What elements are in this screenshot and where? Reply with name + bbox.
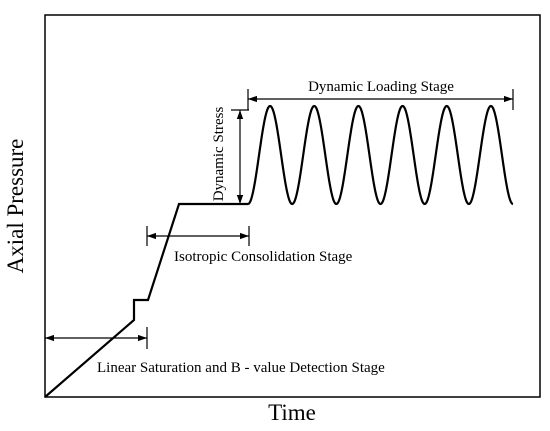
saturation-label: Linear Saturation and B - value Detectio…: [97, 360, 385, 376]
dynamic-loading-wave: [247, 104, 514, 206]
y-axis-label: Axial Pressure: [3, 139, 28, 274]
loading-path: [44, 202, 248, 398]
dynamic-stress-label: Dynamic Stress: [211, 107, 227, 202]
dynamic-loading-label: Dynamic Loading Stage: [308, 79, 454, 95]
plot-frame: [44, 14, 541, 398]
x-axis-label: Time: [268, 400, 316, 425]
consolidation-label: Isotropic Consolidation Stage: [174, 249, 353, 265]
